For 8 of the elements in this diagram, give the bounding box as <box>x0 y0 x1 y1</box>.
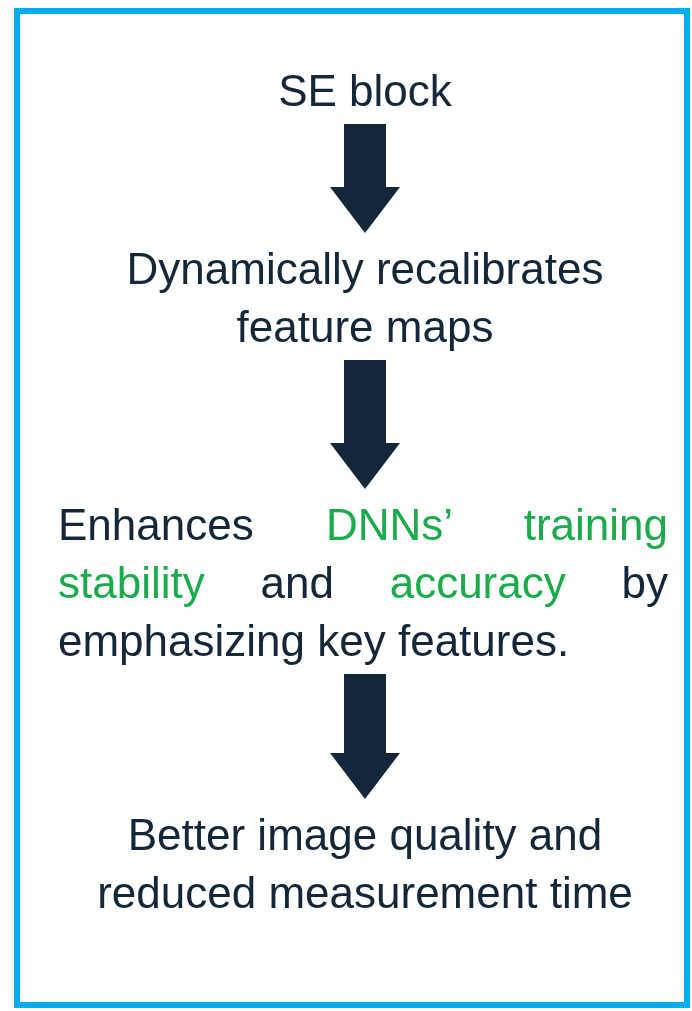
frame-box <box>14 8 690 1008</box>
down-arrow <box>330 674 400 799</box>
flow-text: Dynamically recalibrates feature maps <box>70 240 660 356</box>
down-arrow <box>330 124 400 233</box>
down-arrow <box>330 360 400 489</box>
flow-text: Better image quality and reduced measurement time <box>50 806 680 922</box>
flow-text: SE block <box>100 62 630 120</box>
flow-text: Enhances DNNs’ training stability and accuracy by emphasizing key features. <box>58 496 668 670</box>
